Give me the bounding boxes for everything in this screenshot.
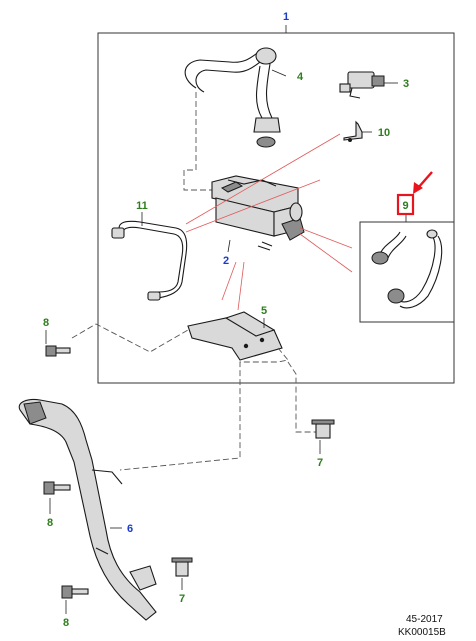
pipe-part-11: [111, 220, 188, 301]
callout-7-right: 7: [317, 457, 323, 469]
bolt-part-8-bottom: [61, 585, 89, 599]
connector-part-3: [339, 71, 385, 99]
callout-10: 10: [378, 127, 390, 139]
dashed-link-hose: [183, 92, 212, 191]
callout-11: 11: [136, 200, 148, 212]
red-leader-1: [185, 133, 341, 225]
reference-code: 45-2017: [406, 614, 443, 625]
hoses-part-9: [371, 229, 443, 309]
drawing-id: KK00015B: [398, 627, 446, 638]
callout-6: 6: [127, 523, 133, 535]
callout-8-top: 8: [43, 317, 49, 329]
callout-3: 3: [403, 78, 409, 90]
bolt-part-8-middle: [43, 481, 71, 495]
filler-pipe-part-6: [18, 398, 157, 621]
red-leader-5: [221, 261, 237, 301]
assembly-frame: [97, 32, 455, 384]
callout-9: 9: [402, 200, 408, 212]
callout-7-bottom: 7: [179, 593, 185, 605]
dashed-link-bracket-down: [119, 347, 289, 471]
callout-8-bottom: 8: [63, 617, 69, 629]
highlight-arrow-icon: [413, 171, 433, 194]
purge-hose-part-4: [184, 47, 281, 148]
red-leader-2: [185, 179, 321, 233]
red-leader-4: [299, 233, 353, 273]
dashed-link-bolt-8: [71, 323, 189, 353]
callout-5: 5: [261, 305, 267, 317]
highlight-box: [396, 193, 415, 216]
bracket-part-5: [187, 311, 283, 361]
red-leader-6: [237, 261, 245, 311]
nut-part-7-bottom: [171, 557, 193, 577]
bracket-part-10: [343, 120, 363, 142]
callout-1: 1: [283, 11, 289, 23]
canister-part-2: [211, 175, 305, 251]
red-leader-3: [299, 227, 353, 249]
callout-4: 4: [297, 71, 304, 83]
part-9-inset-frame: [359, 221, 455, 323]
callout-8-middle: 8: [47, 517, 53, 529]
callout-2: 2: [223, 255, 229, 267]
dashed-link-nut-7: [287, 361, 318, 433]
nut-part-7-right: [311, 419, 335, 439]
bolt-part-8-top: [45, 345, 71, 357]
